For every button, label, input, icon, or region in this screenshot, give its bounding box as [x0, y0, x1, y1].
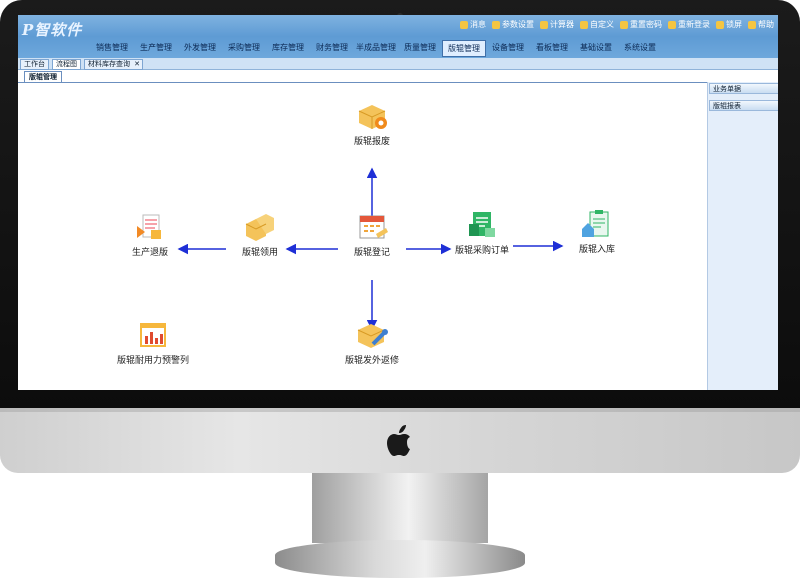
menu-equipment[interactable]: 设备管理 — [492, 43, 524, 52]
menu-semi-finished[interactable]: 半成品管理 — [356, 43, 396, 52]
tabs-bar: 工作台 流程图 材料库存查询✕ — [18, 58, 778, 70]
utility-bar: 消息 参数设置 计算器 自定义 重置密码 重新登录 锁屏 帮助 — [460, 19, 774, 30]
node-roller-scrap[interactable]: 版辊报废 — [348, 101, 396, 147]
clipboard-icon — [582, 210, 609, 237]
bar-chart-icon — [140, 323, 166, 347]
params-button[interactable]: 参数设置 — [492, 19, 534, 30]
gear-icon — [492, 20, 500, 29]
relogin-icon — [668, 20, 676, 29]
lock-icon — [716, 20, 724, 29]
roller-reports-item[interactable]: 版辊报表 — [709, 100, 778, 111]
flow-arrows — [177, 167, 564, 331]
lock-screen-button[interactable]: 锁屏 — [716, 19, 742, 30]
apple-logo-icon — [387, 425, 410, 456]
monitor-stand-base — [275, 540, 525, 578]
node-roller-use[interactable]: 版辊领用 — [236, 212, 284, 258]
calculator-icon — [540, 20, 548, 29]
document-green-icon — [469, 212, 495, 237]
monitor-stand-neck — [312, 473, 488, 543]
menu-basic-settings[interactable]: 基础设置 — [580, 43, 612, 52]
top-bar: P智软件 消息 参数设置 计算器 自定义 重置密码 重新登录 锁屏 帮助 销售管… — [18, 15, 778, 58]
message-icon — [460, 20, 468, 29]
help-icon — [748, 20, 756, 29]
node-outsource-repair[interactable]: 版辊发外返修 — [338, 320, 406, 366]
tab-workbench[interactable]: 工作台 — [20, 59, 49, 70]
screen: P智软件 消息 参数设置 计算器 自定义 重置密码 重新登录 锁屏 帮助 销售管… — [18, 15, 778, 390]
main-menu: 销售管理 生产管理 外发管理 采购管理 库存管理 财务管理 半成品管理 质量管理… — [90, 40, 662, 57]
tab-material-stock[interactable]: 材料库存查询✕ — [84, 59, 143, 70]
box-gear-icon — [358, 105, 387, 129]
app-logo: P智软件 — [22, 21, 83, 39]
menu-outsource[interactable]: 外发管理 — [184, 43, 216, 52]
box-wrench-icon — [357, 324, 388, 348]
menu-sales[interactable]: 销售管理 — [96, 43, 128, 52]
key-icon — [620, 20, 628, 29]
boxes-icon — [245, 214, 274, 241]
business-docs-item[interactable]: 业务单据 — [709, 83, 778, 94]
subtab-bar: 版辊管理 — [18, 70, 778, 83]
calculator-button[interactable]: 计算器 — [540, 19, 574, 30]
subtab-roller[interactable]: 版辊管理 — [24, 71, 62, 82]
calendar-icon — [359, 215, 388, 239]
help-button[interactable]: 帮助 — [748, 19, 774, 30]
menu-finance[interactable]: 财务管理 — [316, 43, 348, 52]
menu-purchase[interactable]: 采购管理 — [228, 43, 260, 52]
close-icon[interactable]: ✕ — [134, 60, 140, 68]
customize-icon — [580, 20, 588, 29]
menu-inventory[interactable]: 库存管理 — [272, 43, 304, 52]
node-stock-in[interactable]: 版辊入库 — [571, 209, 623, 255]
menu-system-settings[interactable]: 系统设置 — [624, 43, 656, 52]
tab-flowchart[interactable]: 流程图 — [52, 59, 81, 70]
menu-roller[interactable]: 版辊管理 — [442, 40, 486, 57]
right-panel: 业务单据 版辊报表 — [707, 82, 778, 390]
node-purchase-order[interactable]: 版辊采购订单 — [452, 210, 512, 256]
customize-button[interactable]: 自定义 — [580, 19, 614, 30]
messages-button[interactable]: 消息 — [460, 19, 486, 30]
reset-password-button[interactable]: 重置密码 — [620, 19, 662, 30]
node-durability-warning[interactable]: 版辊耐用力预警列 — [112, 320, 194, 366]
node-production-return[interactable]: 生产退版 — [122, 212, 178, 258]
menu-production[interactable]: 生产管理 — [140, 43, 172, 52]
document-return-icon — [137, 214, 161, 239]
node-roller-register[interactable]: 版辊登记 — [348, 212, 396, 258]
menu-dashboard[interactable]: 看板管理 — [536, 43, 568, 52]
relogin-button[interactable]: 重新登录 — [668, 19, 710, 30]
menu-quality[interactable]: 质量管理 — [404, 43, 436, 52]
